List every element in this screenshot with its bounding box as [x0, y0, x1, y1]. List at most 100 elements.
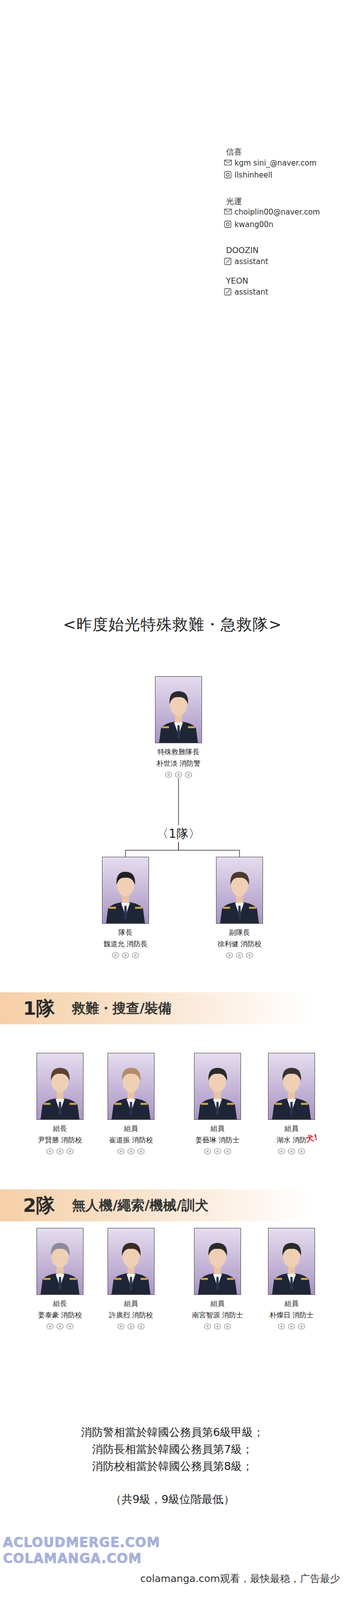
member-name: 姜泰豪 消防校: [20, 1310, 100, 1320]
role-title: 組員: [91, 1298, 171, 1308]
insignia-dot: [216, 1150, 219, 1152]
insignia-dot: [216, 1325, 219, 1327]
member-name: 湖水 消防: [251, 1135, 332, 1145]
connector-line: [178, 778, 179, 825]
credit-text: 信喜: [226, 146, 242, 158]
necktie: [216, 1101, 219, 1116]
watermark-text: ACLOUDMERGE.COM: [3, 1534, 160, 1550]
portrait-background: [107, 1227, 155, 1295]
hair: [282, 1242, 301, 1256]
mail-icon: [224, 160, 232, 165]
shoulder-mark: [227, 1277, 234, 1280]
photo-frame: [102, 857, 149, 924]
photo-frame: [37, 1053, 84, 1120]
photo-frame: [108, 1228, 155, 1295]
insignia-dot: [300, 1325, 303, 1327]
shoulder-mark: [201, 1102, 208, 1105]
pen-icon-stroke: [226, 289, 230, 294]
insignia-dot: [69, 1325, 71, 1327]
role-title: 組長: [20, 1123, 100, 1133]
insignia-dot: [130, 1150, 132, 1152]
credit-text: choiplin00@naver.com: [234, 207, 320, 218]
team-band: 1隊救難・搜查/裝備: [0, 992, 310, 1024]
uniform-body: [272, 1272, 311, 1295]
photo-holder: [155, 676, 202, 743]
insignia-dot: [120, 1150, 122, 1152]
instagram-icon: [224, 221, 231, 228]
role-title: 組員: [251, 1298, 332, 1308]
hair: [208, 1067, 227, 1081]
mail-icon: [224, 209, 232, 214]
insignia-hexagon: [112, 952, 119, 958]
insignia-hexagon: [57, 1323, 63, 1329]
rank-insignia: [276, 1322, 307, 1330]
credit-text: YEON: [226, 275, 248, 287]
portrait-background: [268, 1052, 315, 1120]
photo-frame: [268, 1228, 315, 1295]
hair: [282, 1067, 301, 1081]
credit-text: assistant: [234, 287, 268, 298]
member-card: 特殊救難隊長朴世淡 消防警: [138, 676, 219, 778]
member-name: 許廣烈 消防校: [91, 1310, 171, 1320]
insignia-dot: [167, 773, 170, 776]
photo-holder: [268, 1052, 315, 1120]
rank-insignia: [45, 1147, 75, 1155]
necktie: [129, 1101, 133, 1116]
uniform-body: [198, 1097, 237, 1120]
portrait-photo: [194, 1227, 241, 1295]
connector-line: [125, 842, 179, 857]
hair: [208, 1242, 227, 1256]
role-title: 特殊救難隊長: [138, 747, 219, 757]
insignia-hexagon: [185, 771, 192, 778]
uniform-body: [40, 1272, 80, 1295]
portrait-background: [194, 1052, 241, 1120]
member-name: 徐利健 消防校: [199, 939, 280, 949]
member-name: 南宮智源 消防士: [177, 1310, 258, 1320]
insignia-hexagon: [165, 771, 172, 778]
photo-holder: [194, 1052, 241, 1120]
insignia-hexagon: [175, 771, 182, 778]
portrait-photo: [155, 676, 202, 743]
shoulder-mark: [162, 726, 169, 728]
footnote-text: 消防警相當於韓國公務員第6級甲級；: [0, 1425, 345, 1439]
portrait-photo: [268, 1052, 315, 1120]
photo-holder: [194, 1227, 241, 1295]
insignia-hexagon: [226, 952, 233, 958]
member-name: 尹賢勝 消防校: [20, 1135, 100, 1145]
member-name: 魏道允 消防長: [85, 939, 166, 949]
shoulder-mark: [140, 1277, 148, 1280]
credit-text: llshinheell: [234, 170, 273, 181]
portrait-background: [155, 676, 202, 743]
portrait-photo: [102, 856, 149, 924]
necktie: [58, 1276, 62, 1291]
shoulder-mark: [43, 1102, 51, 1105]
insignia-dot: [300, 1150, 303, 1152]
member-card: 組員湖水 消防: [251, 1052, 332, 1155]
insignia-dot: [206, 1325, 209, 1327]
instagram-icon-lens: [226, 223, 230, 226]
role-title: 隊長: [85, 927, 166, 937]
credit-text: kwang00n: [234, 219, 274, 230]
portrait-background: [194, 1227, 241, 1295]
team-number: 1隊: [23, 995, 55, 1021]
hair: [51, 1242, 70, 1256]
portrait-background: [102, 856, 149, 924]
insignia-dot: [120, 1325, 122, 1327]
rank-insignia: [202, 1147, 233, 1155]
role-title: 組員: [177, 1123, 258, 1133]
photo-holder: [107, 1052, 155, 1120]
necktie: [216, 1276, 219, 1291]
credit-text: 光運: [226, 196, 242, 207]
rank-insignia: [116, 1147, 146, 1155]
insignia-hexagon: [57, 1148, 63, 1154]
insignia-dot: [130, 1325, 132, 1327]
insignia-dot: [134, 954, 137, 956]
footnote-text: 消防長相當於韓國公務員第7級；: [0, 1442, 345, 1456]
member-card: 組長尹賢勝 消防校: [20, 1052, 100, 1155]
role-title: 組員: [251, 1123, 332, 1133]
team-label-text: 〈1隊〉: [148, 825, 209, 842]
footnote-text: 消防校相當於韓國公務員第8級；: [0, 1459, 345, 1473]
insignia-hexagon: [288, 1148, 295, 1154]
uniform-body: [220, 901, 259, 924]
photo-frame: [155, 676, 202, 743]
